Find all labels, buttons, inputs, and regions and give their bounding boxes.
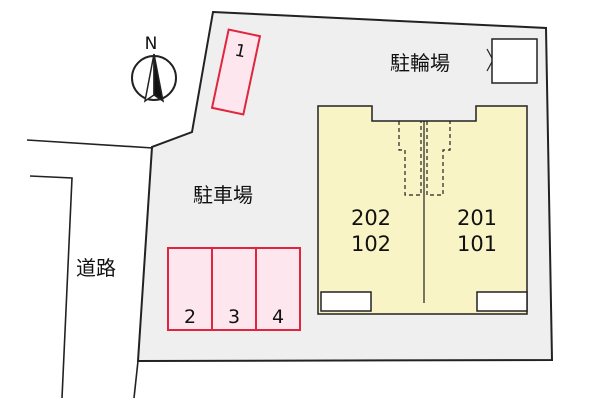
apartment-building: 202 102 201 101 bbox=[317, 105, 528, 315]
bicycle-parking-area bbox=[491, 38, 538, 84]
road-label: 道路 bbox=[76, 256, 116, 280]
unit-label-101: 101 bbox=[457, 232, 497, 256]
stair-outline-right bbox=[426, 121, 451, 196]
road-edge-left bbox=[29, 175, 73, 399]
road-edge-right bbox=[133, 360, 139, 399]
unit-label-201: 201 bbox=[457, 206, 497, 230]
compass-north-letter: N bbox=[145, 34, 158, 54]
parking-space-3-label: 3 bbox=[228, 306, 240, 328]
parking-space-3: 3 bbox=[211, 247, 257, 331]
unit-label-202: 202 bbox=[351, 206, 391, 230]
building-footprint bbox=[317, 105, 528, 315]
stair-outline-left bbox=[398, 121, 422, 196]
north-arrow-icon: N bbox=[131, 34, 177, 103]
parking-space-4-label: 4 bbox=[272, 306, 284, 328]
entrance-right bbox=[476, 291, 528, 312]
unit-label-102: 102 bbox=[351, 232, 391, 256]
car-parking-label: 駐車場 bbox=[193, 183, 253, 207]
parking-space-2: 2 bbox=[167, 247, 213, 331]
parking-space-2-label: 2 bbox=[184, 306, 196, 328]
entrance-left bbox=[320, 291, 372, 312]
parking-space-4: 4 bbox=[255, 247, 301, 331]
bicycle-parking-label: 駐輪場 bbox=[390, 51, 450, 75]
road-edge-upper bbox=[26, 139, 154, 149]
parking-space-1: 1 bbox=[210, 28, 262, 116]
parking-space-1-label: 1 bbox=[233, 41, 248, 63]
